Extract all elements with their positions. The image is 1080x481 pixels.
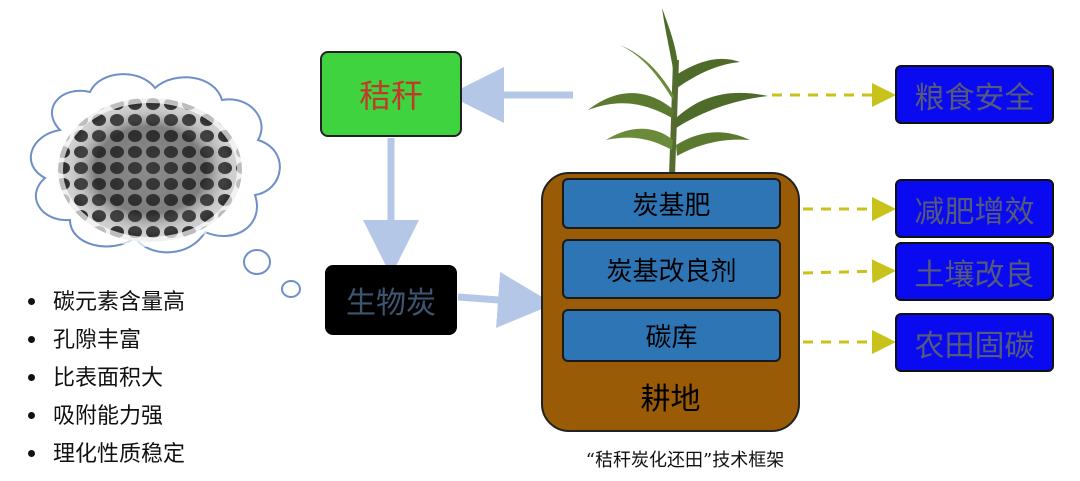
property-text: 比表面积大	[53, 366, 164, 391]
bullet-icon	[28, 449, 35, 457]
bullet-icon	[28, 335, 35, 343]
biochar-micrograph-image	[53, 93, 247, 247]
list-item: 吸附能力强	[26, 398, 185, 436]
bullet-icon	[28, 411, 35, 419]
diagram-caption: “秸秆炭化还田”技术框架	[585, 450, 785, 471]
property-text: 碳元素含量高	[53, 290, 186, 315]
bullet-icon	[28, 297, 35, 305]
list-item: 理化性质稳定	[26, 436, 185, 474]
farmland-item-carbon-fertilizer: 炭基肥	[562, 178, 781, 229]
biochar-node: 生物炭	[325, 265, 457, 335]
biochar-label: 生物炭	[346, 286, 436, 321]
list-item: 比表面积大	[26, 360, 185, 398]
straw-label: 秸秆	[358, 77, 423, 115]
farmland-item-carbon-amendment: 炭基改良剂	[562, 239, 781, 299]
outcome-carbon-sequestration: 农田固碳	[895, 313, 1054, 372]
outcome-label: 减肥增效	[914, 194, 1035, 230]
outcome-label: 土壤改良	[914, 257, 1035, 293]
outcome-label: 粮食安全	[914, 80, 1035, 116]
farmland-item-label: 炭基改良剂	[606, 256, 737, 287]
list-item: 碳元素含量高	[26, 284, 185, 322]
farmland-item-label: 炭基肥	[632, 191, 711, 221]
farmland-label: 耕地	[640, 382, 701, 417]
property-text: 理化性质稳定	[53, 442, 186, 467]
property-text: 孔隙丰富	[53, 328, 142, 353]
biochar-properties-list: 碳元素含量高 孔隙丰富 比表面积大 吸附能力强 理化性质稳定	[26, 284, 185, 474]
corn-plant-icon	[588, 8, 768, 176]
outcome-food-security: 粮食安全	[895, 65, 1054, 124]
farmland-node: 炭基肥 炭基改良剂 碳库 耕地	[541, 172, 800, 432]
list-item: 孔隙丰富	[26, 322, 185, 360]
arrow-biochar-to-farmland	[457, 272, 554, 328]
straw-node: 秸秆	[320, 51, 462, 137]
farmland-item-carbon-pool: 碳库	[562, 309, 781, 362]
bullet-icon	[28, 373, 35, 381]
arrow-to-soil-improvement	[802, 259, 896, 284]
outcome-fertilizer-efficiency: 减肥增效	[895, 179, 1054, 238]
property-text: 吸附能力强	[53, 404, 164, 429]
farmland-item-label: 碳库	[645, 323, 698, 353]
outcome-soil-improvement: 土壤改良	[895, 242, 1054, 301]
outcome-label: 农田固碳	[914, 328, 1035, 364]
